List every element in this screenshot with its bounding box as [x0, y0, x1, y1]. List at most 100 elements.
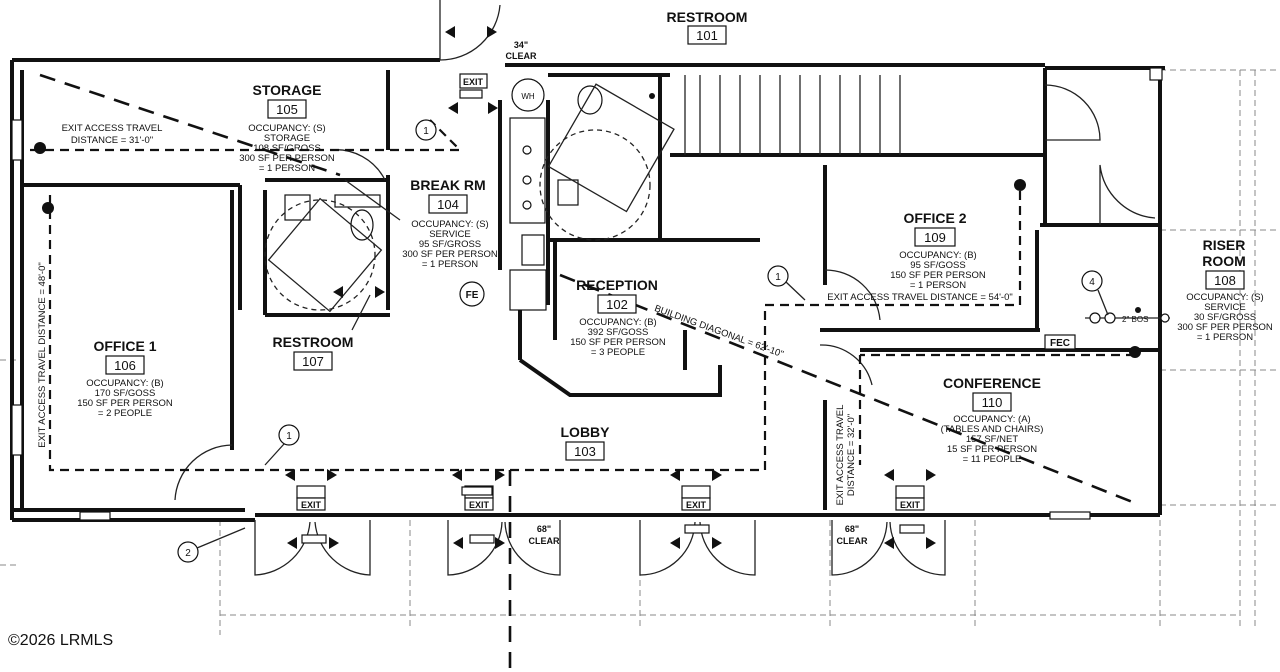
riser-size-label: 2" BOS [1122, 315, 1148, 324]
svg-text:= 11 PEOPLE: = 11 PEOPLE [963, 454, 1022, 465]
svg-text:68": 68" [537, 524, 551, 534]
svg-text:30 SF/GROSS: 30 SF/GROSS [1194, 312, 1256, 323]
svg-text:WH: WH [521, 92, 535, 101]
keynote-1a: 1 [415, 119, 437, 141]
travel-paths [30, 73, 1141, 672]
copyright-watermark: ©2026 LRMLS [8, 632, 113, 649]
svg-text:SERVICE: SERVICE [1204, 302, 1246, 313]
exterior-walls [10, 58, 1165, 522]
svg-text:SERVICE: SERVICE [429, 229, 471, 240]
svg-text:105: 105 [276, 102, 298, 117]
fire-extinguisher-cabinet: FEC [1044, 334, 1076, 350]
svg-text:150 SF PER PERSON: 150 SF PER PERSON [77, 398, 173, 409]
svg-text:= 3 PEOPLE: = 3 PEOPLE [591, 347, 645, 358]
svg-text:RECEPTION: RECEPTION [576, 277, 658, 293]
svg-text:157 SF/NET: 157 SF/NET [966, 434, 1018, 445]
svg-text:2: 2 [185, 548, 191, 559]
svg-text:DISTANCE = 32'-0": DISTANCE = 32'-0" [846, 414, 857, 496]
svg-text:300 SF PER PERSON: 300 SF PER PERSON [239, 153, 335, 164]
svg-text:OCCUPANCY: (S): OCCUPANCY: (S) [1186, 292, 1263, 303]
svg-text:LOBBY: LOBBY [561, 424, 611, 440]
svg-text:108 SF/GROSS: 108 SF/GROSS [253, 143, 321, 154]
svg-text:= 2 PEOPLE: = 2 PEOPLE [98, 408, 152, 419]
room-conference-110: CONFERENCE 110 OCCUPANCY: (A) (TABLES AN… [941, 375, 1044, 465]
svg-text:OCCUPANCY: (B): OCCUPANCY: (B) [579, 317, 656, 328]
svg-text:102: 102 [606, 297, 628, 312]
svg-text:110: 110 [982, 395, 1003, 410]
exit-sign-1: EXIT [296, 485, 326, 511]
exit-sign-4: EXIT [895, 485, 925, 511]
svg-text:FEC: FEC [1050, 338, 1070, 349]
travel-note-storage: EXIT ACCESS TRAVEL DISTANCE = 31'-0" [62, 123, 163, 146]
svg-text:EXIT: EXIT [900, 500, 921, 510]
svg-text:BREAK RM: BREAK RM [410, 177, 485, 193]
svg-text:107: 107 [302, 354, 324, 369]
svg-text:EXIT: EXIT [686, 500, 707, 510]
svg-text:300 SF PER PERSON: 300 SF PER PERSON [402, 249, 498, 260]
svg-text:RESTROOM: RESTROOM [273, 334, 354, 350]
svg-text:OCCUPANCY: (S): OCCUPANCY: (S) [411, 219, 488, 230]
emergency-lights [285, 26, 936, 549]
exit-signs: EXIT EXIT EXIT EXIT EXIT [296, 73, 925, 544]
svg-text:300 SF PER PERSON: 300 SF PER PERSON [1177, 322, 1273, 333]
svg-text:4: 4 [1089, 277, 1095, 288]
svg-text:= 1 PERSON: = 1 PERSON [259, 163, 315, 174]
svg-text:CONFERENCE: CONFERENCE [943, 375, 1041, 391]
fire-extinguisher: FE [459, 281, 485, 307]
svg-text:EXIT: EXIT [469, 500, 490, 510]
svg-text:OCCUPANCY: (B): OCCUPANCY: (B) [86, 378, 163, 389]
svg-text:(TABLES AND CHAIRS): (TABLES AND CHAIRS) [941, 424, 1044, 435]
svg-text:150 SF PER PERSON: 150 SF PER PERSON [570, 337, 666, 348]
room-reception-102: RECEPTION 102 OCCUPANCY: (B) 392 SF/GOSS… [570, 277, 666, 358]
keynote-1b: 1 [767, 265, 806, 301]
fixtures [264, 83, 675, 313]
room-breakrm-104: BREAK RM 104 OCCUPANCY: (S) SERVICE 95 S… [402, 177, 498, 270]
svg-text:FE: FE [466, 290, 479, 301]
svg-text:CLEAR: CLEAR [506, 51, 537, 61]
svg-text:150 SF PER PERSON: 150 SF PER PERSON [890, 270, 986, 281]
room-restroom-107: RESTROOM 107 [273, 334, 354, 371]
svg-text:392 SF/GOSS: 392 SF/GOSS [588, 327, 649, 338]
svg-text:= 1 PERSON: = 1 PERSON [910, 280, 966, 291]
room-office2-109: OFFICE 2 109 OCCUPANCY: (B) 95 SF/GOSS 1… [890, 210, 986, 291]
clearance-top: 34" CLEAR [506, 40, 537, 61]
svg-text:68": 68" [845, 524, 859, 534]
svg-text:103: 103 [574, 444, 596, 459]
keynotes: 1 1 1 4 2 [177, 119, 1109, 563]
svg-text:OFFICE 1: OFFICE 1 [93, 338, 156, 354]
svg-text:= 1 PERSON: = 1 PERSON [1197, 332, 1253, 343]
svg-text:15 SF PER PERSON: 15 SF PER PERSON [947, 444, 1037, 455]
travel-note-conference: EXIT ACCESS TRAVEL DISTANCE = 32'-0" [835, 405, 857, 506]
svg-text:RESTROOM: RESTROOM [667, 9, 748, 25]
svg-text:OCCUPANCY: (B): OCCUPANCY: (B) [899, 250, 976, 261]
room-office1-106: OFFICE 1 106 OCCUPANCY: (B) 170 SF/GOSS … [77, 338, 173, 419]
svg-text:RISER: RISER [1203, 237, 1246, 253]
svg-text:34": 34" [514, 40, 528, 50]
svg-text:108: 108 [1214, 273, 1236, 288]
svg-text:1: 1 [286, 431, 292, 442]
svg-text:106: 106 [114, 358, 136, 373]
room-lobby-103: LOBBY 103 [561, 424, 611, 461]
svg-text:DISTANCE = 31'-0": DISTANCE = 31'-0" [71, 135, 153, 146]
svg-text:STORAGE: STORAGE [253, 82, 322, 98]
svg-text:95 SF/GROSS: 95 SF/GROSS [419, 239, 481, 250]
keynote-2: 2 [177, 527, 246, 563]
svg-text:1: 1 [423, 126, 429, 137]
interior-walls [22, 70, 1160, 510]
svg-text:EXIT: EXIT [301, 500, 322, 510]
svg-text:CLEAR: CLEAR [529, 536, 560, 546]
room-restroom-101: RESTROOM 101 [667, 9, 748, 45]
svg-text:= 1 PERSON: = 1 PERSON [422, 259, 478, 270]
svg-text:170 SF/GOSS: 170 SF/GOSS [95, 388, 156, 399]
keynote-1d: 4 [1081, 270, 1109, 316]
svg-text:CLEAR: CLEAR [837, 536, 868, 546]
travel-note-office2: EXIT ACCESS TRAVEL DISTANCE = 54'-0" [827, 292, 1013, 303]
travel-start-markers [34, 142, 1141, 358]
clearance-bottom-right: 68" CLEAR [837, 524, 868, 546]
riser-equipment: 2" BOS [1085, 307, 1170, 324]
room-storage-105: STORAGE 105 OCCUPANCY: (S) STORAGE 108 S… [239, 82, 335, 174]
water-heater: WH [511, 78, 545, 112]
svg-text:104: 104 [437, 197, 459, 212]
exit-sign-3: EXIT [681, 485, 711, 511]
